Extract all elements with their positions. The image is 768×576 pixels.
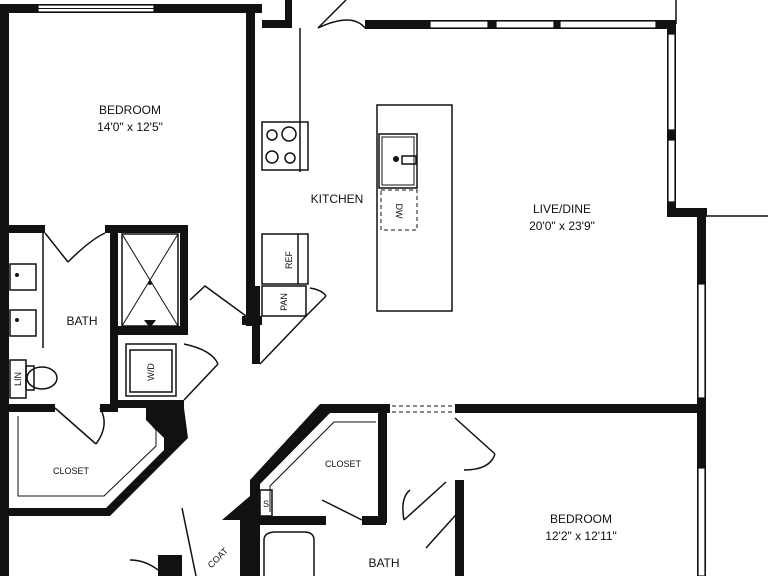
wall-second-closet-bottom-left	[260, 516, 326, 525]
burner-3	[265, 150, 279, 164]
faucet	[393, 156, 399, 162]
wall-bedroom2-left	[455, 480, 464, 576]
dishwasher	[380, 189, 418, 231]
wall-closet-angled	[9, 408, 188, 516]
wall-entry-post	[285, 0, 292, 28]
label-shelf: S	[263, 499, 269, 509]
sink-1-drain	[15, 273, 19, 277]
label-bath-second: BATH	[368, 556, 399, 570]
label-bath-main: BATH	[66, 314, 97, 328]
sink	[378, 133, 418, 189]
door-laundry	[183, 343, 219, 401]
wall-coat-angle	[222, 496, 250, 576]
label-linen: LIN	[13, 372, 23, 386]
label-dishwasher: DW	[394, 204, 404, 219]
wall-second-closet-angle	[250, 404, 330, 576]
door-second-closet	[321, 499, 363, 521]
sink-2	[9, 309, 37, 337]
label-closet-second: CLOSET	[325, 459, 362, 469]
sink-2-drain	[15, 318, 19, 322]
wall-shower-right	[180, 225, 188, 327]
bath-fixtures	[9, 233, 376, 576]
wall-coat-post	[158, 555, 182, 576]
door-bedroom2	[454, 417, 496, 471]
pantry	[261, 285, 307, 317]
wall-bedroom-right	[246, 4, 255, 326]
door-arc-lower	[129, 559, 159, 571]
wall-bath-bottom-right	[100, 404, 118, 412]
wall-second-top-right	[455, 404, 705, 413]
wall-second-closet-bottom-right	[362, 516, 386, 525]
sink-basin	[381, 136, 415, 186]
window-bedroom2	[697, 467, 706, 576]
wall-second-closet-right	[378, 413, 387, 523]
labels: BEDROOM 14'0" x 12'5" KITCHEN LIVE/DINE …	[13, 103, 617, 570]
window-living-3	[559, 20, 657, 29]
shelf-box	[259, 489, 273, 517]
door-bath2	[425, 507, 463, 549]
label-pantry: PAN	[279, 293, 289, 311]
shower-diag-2	[121, 233, 179, 327]
label-washer-dryer: W/D	[146, 363, 156, 381]
window-living-1	[429, 20, 489, 29]
wall-shower-left	[110, 225, 118, 330]
closet2-shelf-line	[269, 421, 376, 512]
kitchen-fixtures	[261, 28, 453, 317]
door-bath	[44, 232, 106, 263]
refrigerator	[261, 233, 309, 285]
label-live-dine: LIVE/DINE	[533, 202, 591, 216]
wall-living-jog	[667, 208, 707, 217]
kitchen-angle-line	[259, 315, 307, 365]
wall-second-top-left	[320, 404, 390, 413]
cooktop	[261, 121, 309, 171]
windows	[37, 0, 768, 576]
wall-bath-top-right	[105, 225, 187, 233]
faucet-handle	[401, 155, 417, 165]
label-bedroom-main: BEDROOM	[99, 103, 161, 117]
toilet-tank	[25, 365, 35, 391]
label-closet-main: CLOSET	[53, 466, 90, 476]
dims-live-dine: 20'0" x 23'9"	[529, 219, 595, 233]
doors	[44, 0, 496, 576]
window-living-2	[495, 20, 555, 29]
wall-kitchen-stub	[242, 316, 262, 325]
door-entry	[317, 0, 366, 29]
wall-shower-bottom	[110, 326, 188, 335]
dims-bedroom-main: 14'0" x 12'5"	[97, 120, 163, 134]
toilet	[26, 366, 58, 390]
burner-4	[284, 152, 296, 164]
label-ref: REF	[284, 250, 294, 269]
label-kitchen: KITCHEN	[311, 192, 364, 206]
burner-2	[281, 126, 297, 142]
wall-bath-top-left	[9, 225, 45, 233]
sink-1	[9, 263, 37, 291]
bathtub	[263, 531, 315, 576]
door-bedroom	[189, 285, 247, 317]
wall-laundry-bottom	[118, 400, 184, 408]
dims-bedroom-second: 12'2" x 12'11"	[545, 529, 617, 543]
washer-dryer	[129, 349, 173, 393]
wall-bath-bottom	[9, 404, 55, 412]
door-closet	[54, 407, 105, 445]
shower-drain	[148, 281, 152, 285]
shower-head-marker	[144, 320, 156, 328]
window-living-right-1	[667, 33, 676, 131]
window-living-right-3	[697, 283, 706, 399]
door-closet2	[402, 481, 447, 521]
closet-shelf-line	[17, 416, 157, 497]
wall-bath-right	[110, 326, 118, 408]
burner-1	[266, 129, 278, 141]
window-living-right-2	[667, 139, 676, 203]
label-bedroom-second: BEDROOM	[550, 512, 612, 526]
door-coat	[181, 507, 197, 576]
washer-dryer-outer	[125, 343, 177, 397]
wall-left-exterior	[0, 4, 9, 576]
wall-entry-stub	[262, 20, 292, 28]
kitchen-island	[376, 104, 453, 312]
door-pantry	[305, 287, 327, 317]
